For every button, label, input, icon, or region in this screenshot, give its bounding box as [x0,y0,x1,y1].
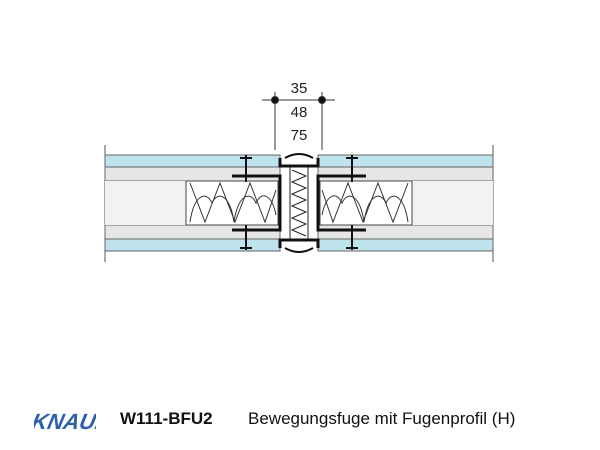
right-stud-profile [316,174,366,232]
left-wall [104,154,282,252]
right-inner-board-bottom [317,224,494,240]
left-inner-board-bottom [104,224,281,240]
right-screws [346,155,358,250]
cross-section-drawing [104,92,494,262]
right-outer-board-top [317,154,494,168]
dimension-markers [262,92,335,150]
dimension-label-35: 35 [290,80,308,97]
footer: KNAUF W111-BFU2 Bewegungsfuge mit Fugenp… [0,395,600,445]
left-outer-board-top [104,154,281,168]
knauf-logo: KNAUF [34,409,96,434]
left-outer-board-bottom [104,238,281,252]
dimension-label-75: 75 [290,127,308,144]
left-inner-board-top [104,166,281,182]
logo-text: KNAUF [34,409,96,434]
left-stud-profile [232,174,282,232]
left-insulation [185,180,279,226]
left-screws [240,155,252,250]
drawing-title: Bewegungsfuge mit Fugenprofil (H) [248,409,516,428]
dimension-label-48: 48 [290,104,308,121]
right-insulation [319,180,413,226]
right-inner-board-top [317,166,494,182]
right-outer-board-bottom [317,238,494,252]
drawing-code: W111-BFU2 [120,409,213,428]
right-wall [316,154,494,252]
h-joint-profile [278,153,320,253]
